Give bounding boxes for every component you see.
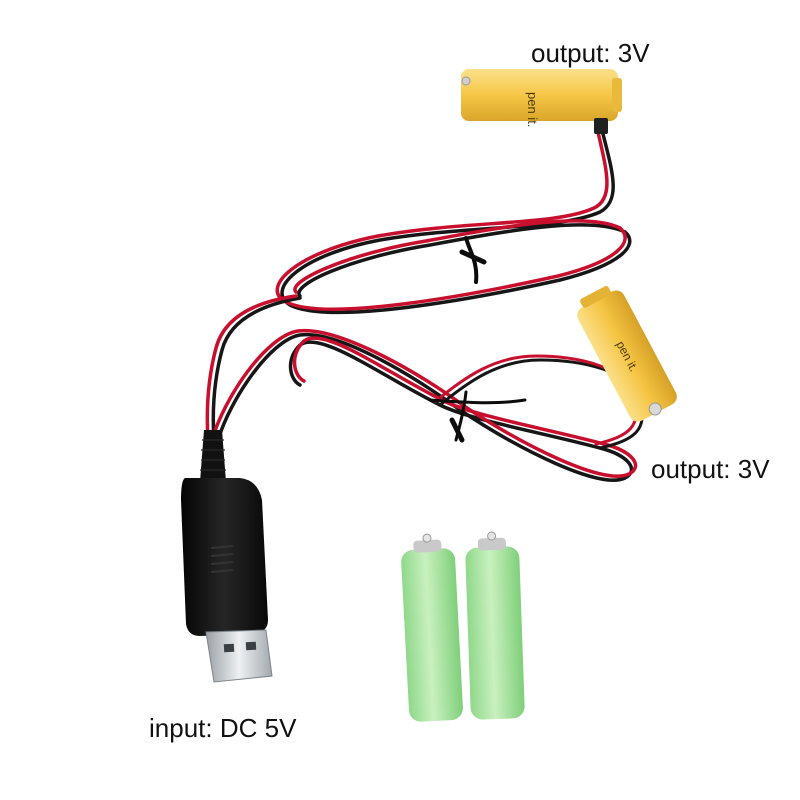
battery-print-top: pen it.: [525, 92, 540, 127]
output-label-top: output: 3V: [531, 38, 650, 68]
cable-tie-bottom: [428, 390, 527, 443]
output-label-middle: output: 3V: [651, 454, 770, 484]
input-label: input: DC 5V: [149, 713, 297, 743]
usb-grip-icon: [211, 545, 233, 573]
nimh-battery-left: [401, 533, 463, 722]
nimh-battery-right: [465, 531, 525, 720]
dummy-battery-top: pen it.: [461, 69, 622, 134]
dummy-battery-middle: pen it.: [577, 285, 677, 422]
cable-tie-top: [459, 236, 487, 284]
usb-plug: [181, 430, 273, 683]
twin-wire-cable: [205, 128, 644, 482]
